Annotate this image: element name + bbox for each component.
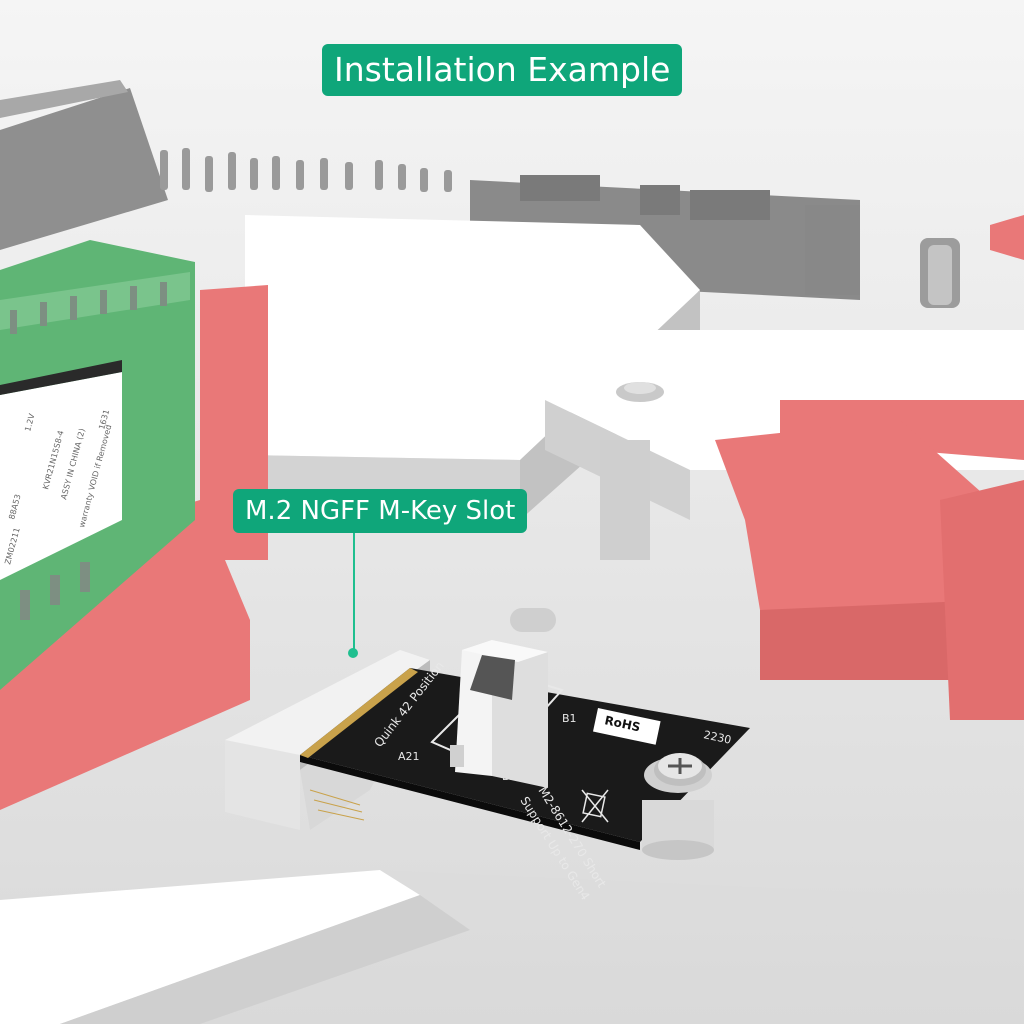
pin-b1-label: B1 <box>562 712 577 725</box>
callout-leader-line <box>353 533 355 651</box>
foreground-frame <box>0 608 1024 1024</box>
mounting-screw <box>642 753 714 860</box>
m2-adapter-board: B1 A21 B21 Quink 42 Position M2-8612-270… <box>300 640 750 903</box>
title-banner: Installation Example <box>322 44 683 96</box>
pcie-connector <box>450 640 548 788</box>
slot-callout: M.2 NGFF M-Key Slot <box>233 489 528 533</box>
size-label: 2230 <box>702 728 732 747</box>
callout-leader-dot <box>348 648 358 658</box>
weee-bin-icon <box>581 789 609 823</box>
rohs-mark <box>593 708 661 745</box>
ram-sticker <box>0 372 122 580</box>
pin-a21-label: A21 <box>398 750 420 763</box>
ram-module: 1.2V KVR21N15S8-4 ASSY IN CHINA (2) warr… <box>0 240 195 690</box>
pcie-latch <box>715 215 1024 720</box>
